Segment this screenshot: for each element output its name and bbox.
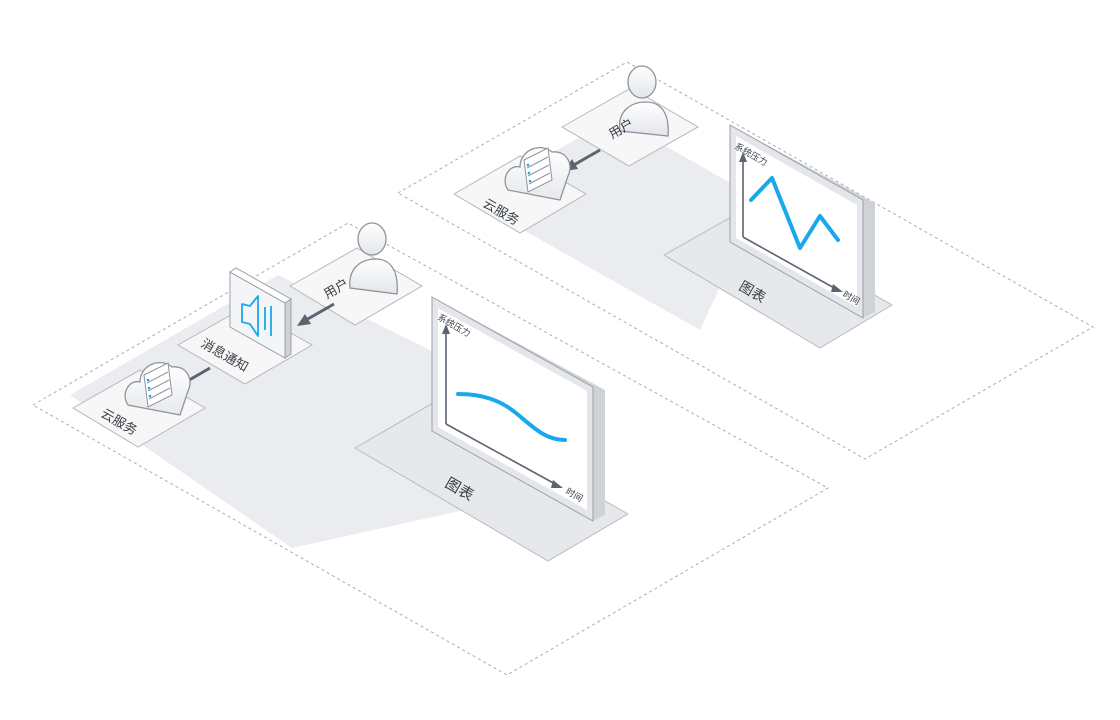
boundary-right	[396, 61, 1095, 460]
user-icon	[349, 222, 398, 295]
ground-left	[70, 275, 510, 548]
chart-line-smooth	[456, 392, 567, 442]
chart-screen-right: 系统压力 时间	[729, 124, 875, 319]
chart-base-right	[663, 214, 893, 349]
chart-screen-left: 系统压力 时间	[431, 296, 605, 522]
scene-left: 用户 消息通知	[31, 222, 830, 676]
scene-right: 用户 云服务	[396, 61, 1095, 460]
chart-line-zigzag	[749, 176, 840, 250]
speaker-icon	[229, 267, 292, 359]
cloud-server-icon	[504, 147, 571, 201]
arrow-icon	[297, 302, 335, 326]
chart-base-left	[354, 402, 629, 562]
user-icon	[618, 65, 669, 137]
cloud-server-icon	[124, 362, 191, 416]
